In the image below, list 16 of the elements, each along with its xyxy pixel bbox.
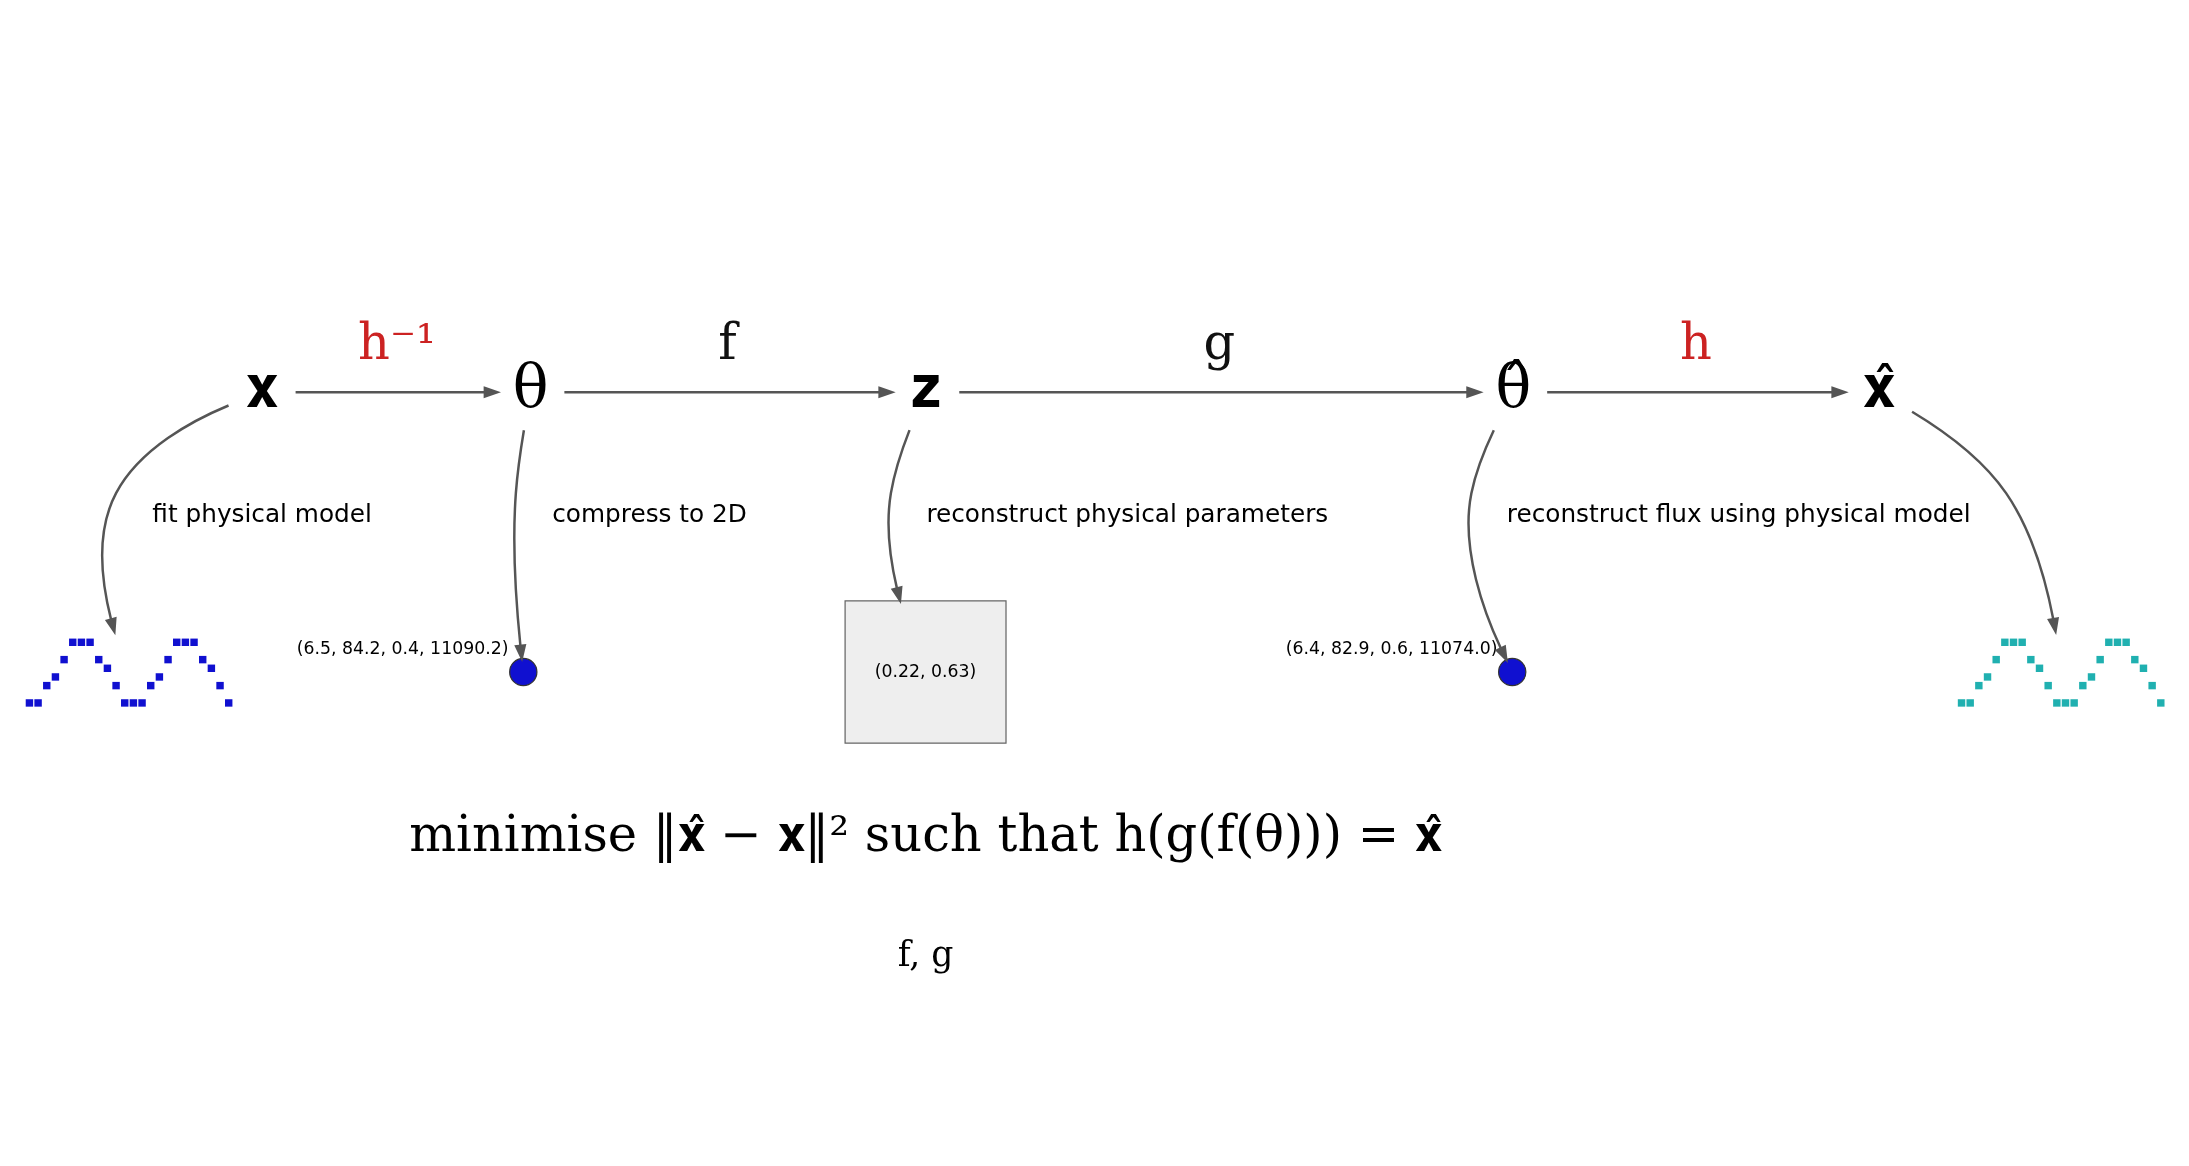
- label: minimise ‖𝐱̂ − 𝐱‖² such that h(g(f(θ))) = 𝐱̂: [409, 804, 1442, 863]
- label: fit physical model: [152, 498, 372, 528]
- label: compress to 2D: [552, 498, 747, 528]
- node-text: 𝐱̂: [1862, 351, 1895, 421]
- label: f, g: [897, 933, 954, 974]
- label: reconstruct flux using physical model: [1506, 498, 1971, 528]
- edge-label: g: [1203, 312, 1236, 371]
- node-text: θ: [512, 351, 549, 421]
- label: reconstruct physical parameters: [926, 498, 1329, 528]
- node-text: 𝐳: [910, 351, 941, 421]
- node-label: (6.5, 84.2, 0.4, 11090.2): [296, 637, 509, 658]
- edge-label: h: [1679, 312, 1712, 371]
- node-label: (6.4, 82.9, 0.6, 11074.0): [1285, 637, 1498, 658]
- edge-label: h⁻¹: [358, 312, 436, 371]
- node-text: 𝐱: [246, 351, 279, 421]
- node-text: θ̂: [1495, 351, 1532, 421]
